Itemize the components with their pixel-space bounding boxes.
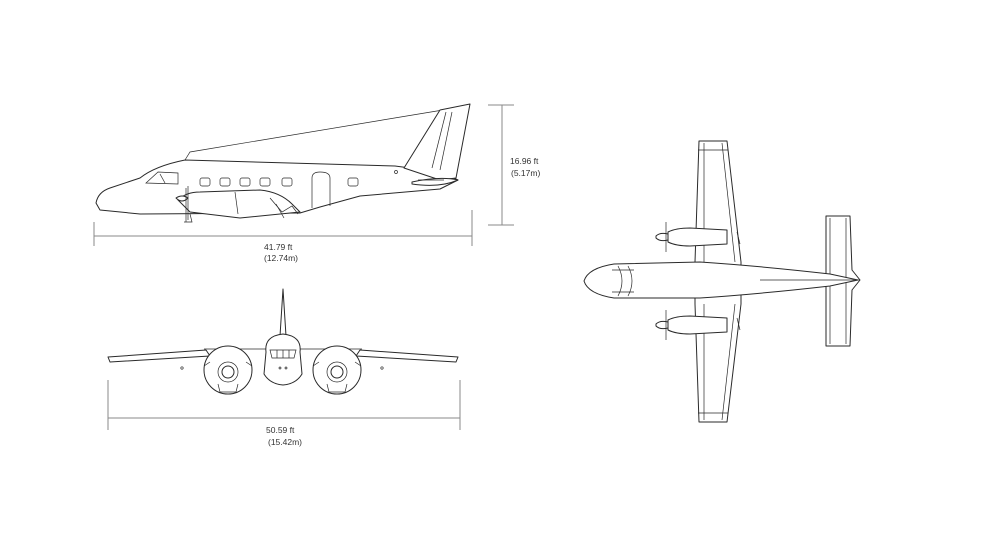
side-length-m: (12.74m) bbox=[264, 253, 298, 263]
top-view bbox=[583, 140, 861, 423]
front-right-engine bbox=[312, 345, 362, 395]
side-view bbox=[95, 103, 471, 223]
front-left-wing bbox=[107, 349, 211, 363]
side-engine-nacelle bbox=[177, 189, 301, 219]
front-span-ft: 50.59 ft bbox=[266, 425, 295, 435]
side-height-ft: 16.96 ft bbox=[510, 156, 539, 166]
front-span-m: (15.42m) bbox=[268, 437, 302, 447]
front-view bbox=[107, 288, 459, 395]
front-fuselage bbox=[263, 333, 303, 386]
side-door bbox=[311, 171, 331, 208]
front-right-wing bbox=[355, 349, 459, 363]
side-height-dimension: 16.96 ft (5.17m) bbox=[488, 104, 540, 226]
top-engine-lower bbox=[655, 310, 728, 340]
side-windows bbox=[199, 177, 359, 187]
side-length-ft: 41.79 ft bbox=[264, 242, 293, 252]
side-height-m: (5.17m) bbox=[511, 168, 540, 178]
side-vertical-tail bbox=[403, 103, 471, 181]
top-engine-upper bbox=[655, 222, 728, 252]
side-length-dimension: 41.79 ft (12.74m) bbox=[93, 210, 473, 263]
front-vertical-tail bbox=[279, 288, 287, 337]
front-span-dimension: 50.59 ft (15.42m) bbox=[107, 380, 461, 447]
front-left-engine bbox=[203, 345, 253, 395]
